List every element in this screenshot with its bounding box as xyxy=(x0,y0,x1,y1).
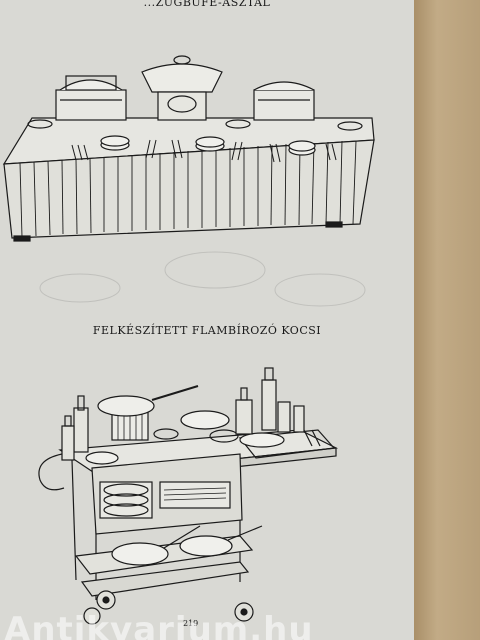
flambe-trolley-illustration xyxy=(38,367,339,625)
trolley-heading: FELKÉSZÍTETT FLAMBÍROZÓ KOCSI xyxy=(92,324,322,337)
page-number: 219 xyxy=(183,619,199,628)
buffet-table-heading: ...ZÜGBÜFÉ-ASZTAL xyxy=(143,0,271,9)
background-surface xyxy=(414,0,480,640)
buffet-table-illustration xyxy=(2,55,375,242)
show-through-ghost xyxy=(39,251,366,307)
watermark-logo: Antikvarium.hu xyxy=(4,610,314,640)
book-page: ...ZÜGBÜFÉ-ASZTAL xyxy=(0,0,414,640)
